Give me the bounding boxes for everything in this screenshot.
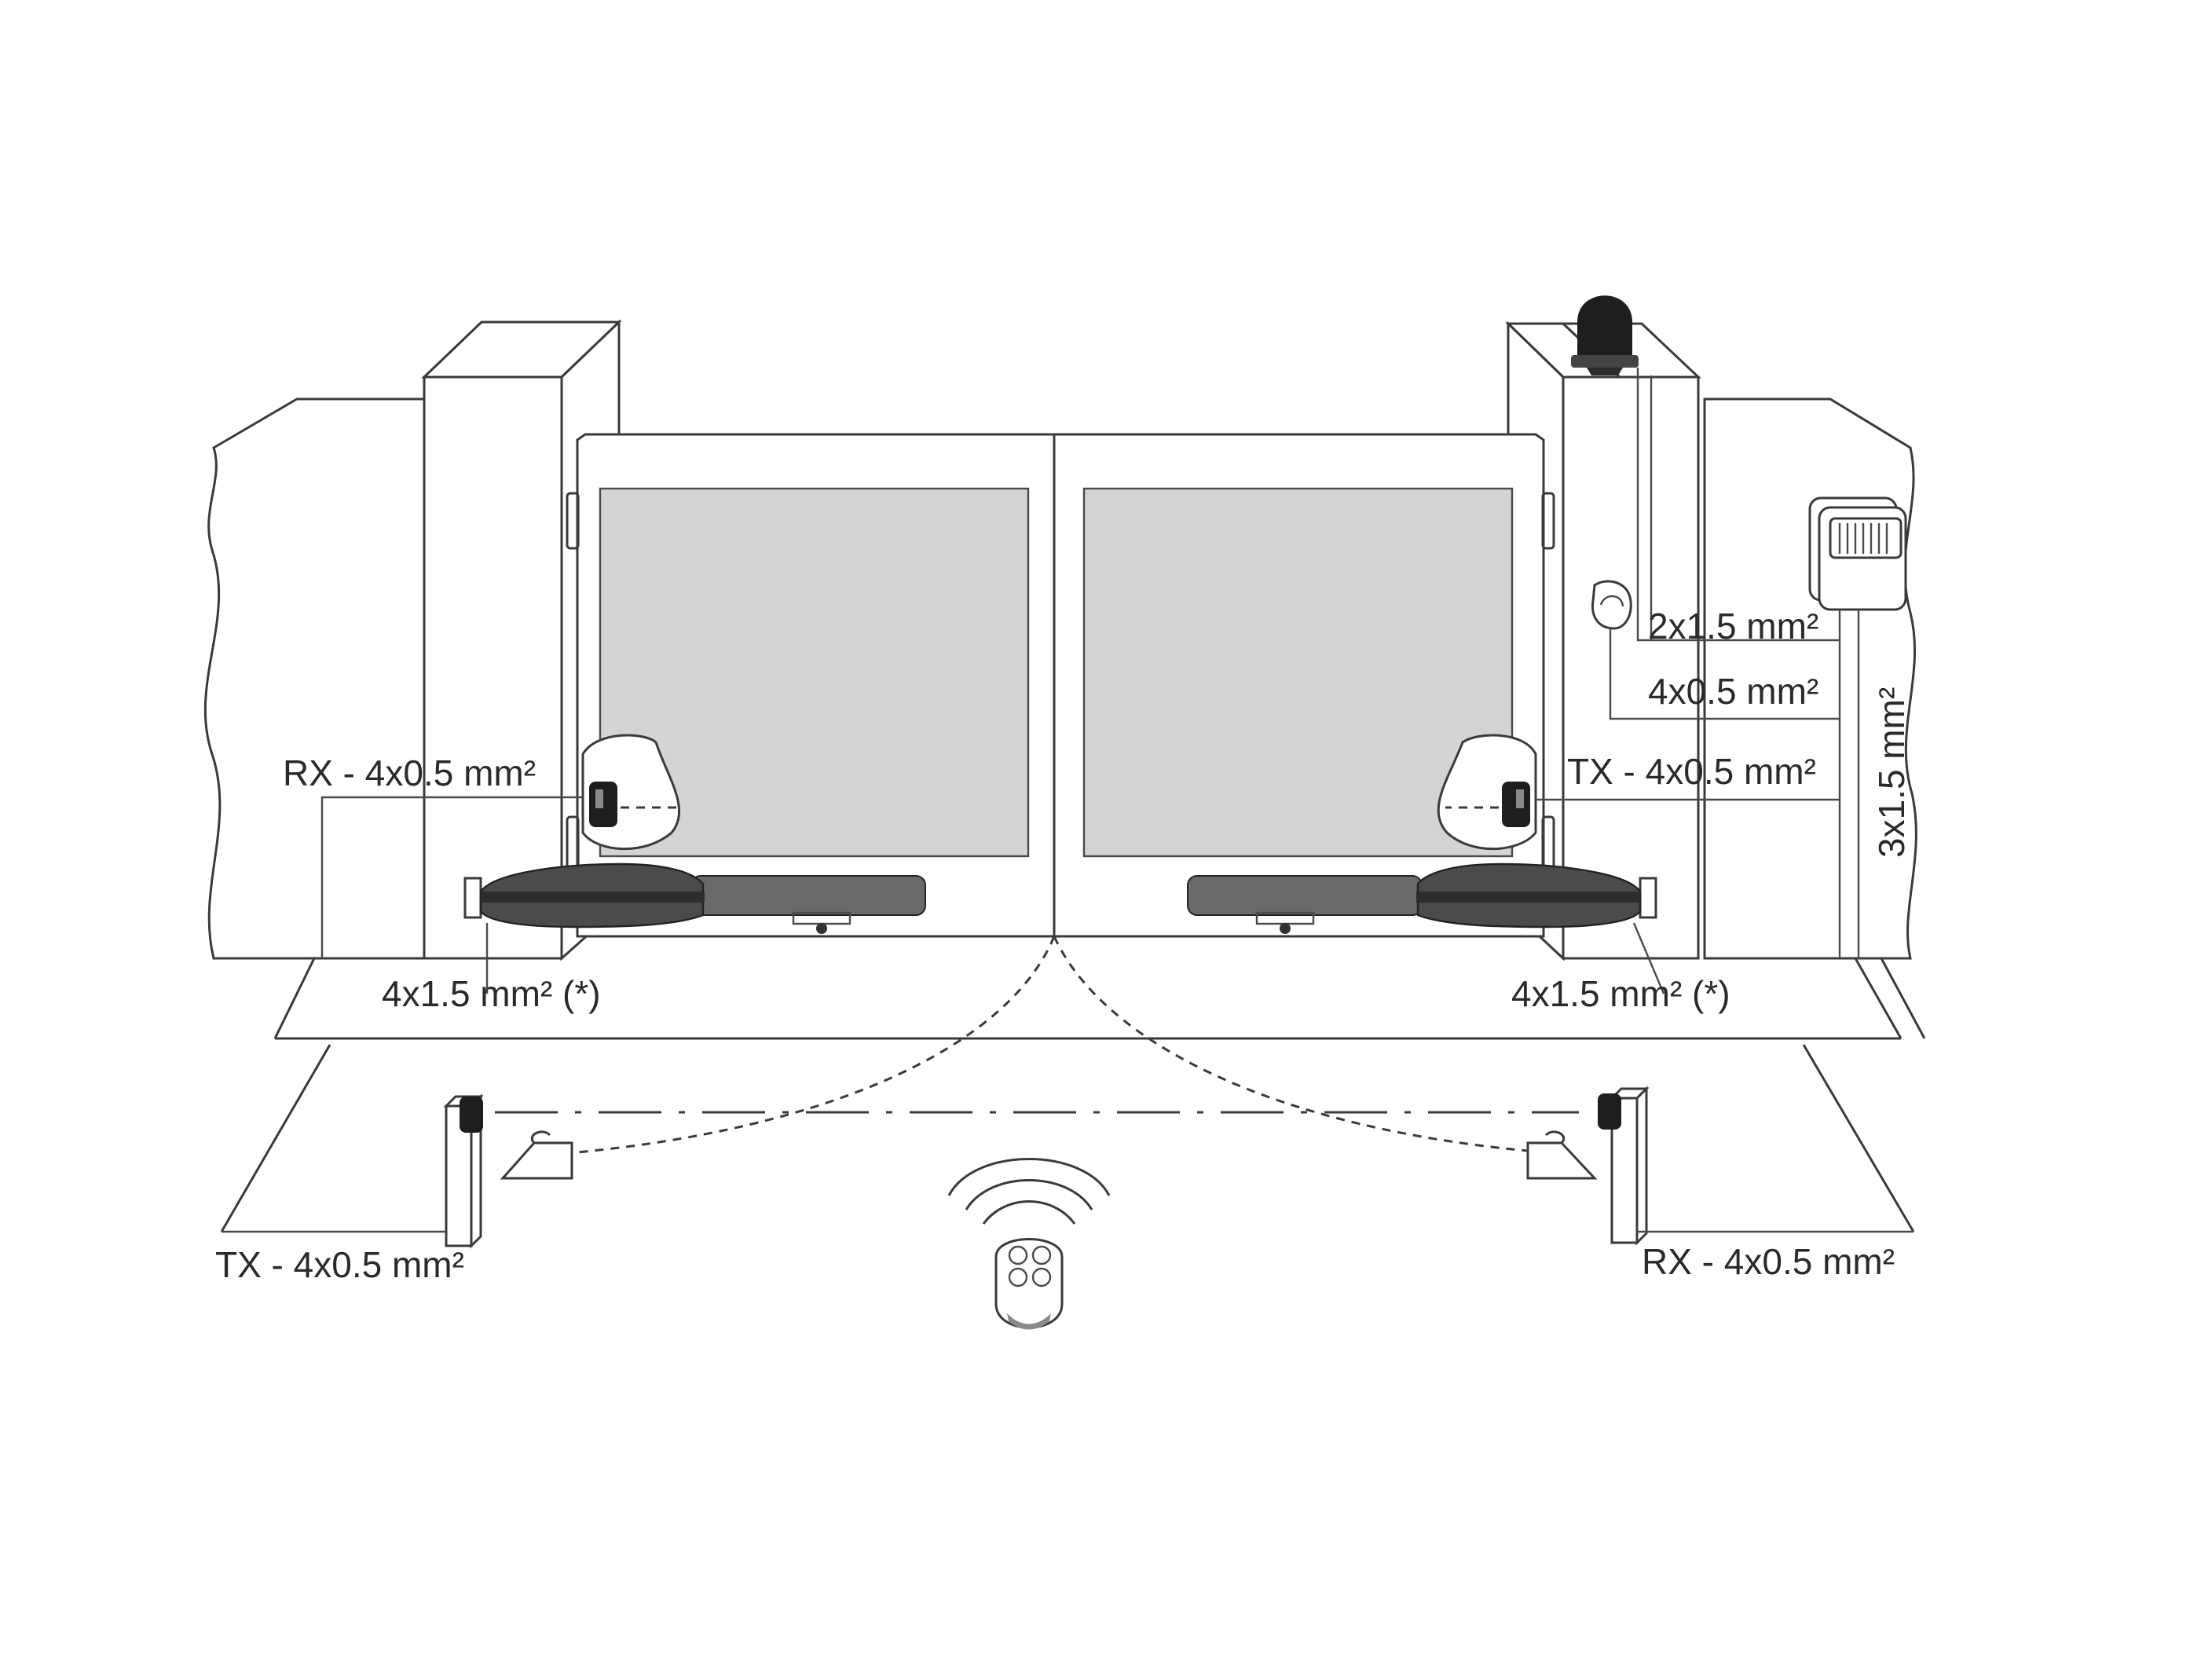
control-unit-icon <box>1808 496 1907 611</box>
label-key-switch-cable: 4x0.5 mm² <box>1648 671 1818 712</box>
flashing-lamp-icon <box>1571 295 1639 375</box>
label-rx-column-cable: RX - 4x0.5 mm² <box>1642 1241 1895 1282</box>
photocell-rx-wall <box>581 734 681 851</box>
photocell-rx-column-icon <box>1598 1093 1621 1130</box>
gate-stop-left <box>500 1130 573 1180</box>
label-rx-wall-cable: RX - 4x0.5 mm² <box>283 753 536 793</box>
label-tx-column-cable: TX - 4x0.5 mm² <box>215 1244 464 1285</box>
hinge-upper-left <box>566 492 580 550</box>
cable-leaders <box>222 368 1914 1233</box>
photocell-tx-column-icon <box>460 1097 483 1133</box>
photocell-tx-wall <box>1437 734 1537 851</box>
key-switch-icon <box>1591 580 1632 630</box>
photocell-column-right <box>1598 1086 1650 1246</box>
gate-motor-right <box>1187 862 1657 934</box>
gate-leaf-left <box>566 433 1056 938</box>
gate-motor-left <box>463 862 926 934</box>
left-wall <box>203 397 426 960</box>
label-motor-right-cable: 4x1.5 mm² (*) <box>1511 973 1730 1014</box>
label-tx-wall-cable: TX - 4x0.5 mm² <box>1567 751 1816 792</box>
photocell-column-left <box>443 1093 484 1249</box>
label-power-cable: 3x1.5 mm² <box>1871 687 1912 858</box>
label-motor-left-cable: 4x1.5 mm² (*) <box>382 973 601 1014</box>
gate-stop-right <box>1526 1130 1598 1180</box>
hinge-upper-right <box>1541 492 1555 550</box>
gate-leaf-right <box>1053 433 1555 938</box>
ground-plane <box>220 958 1926 1232</box>
gate-swing-arcs <box>549 936 1556 1156</box>
label-lamp-cable: 2x1.5 mm² <box>1648 606 1818 646</box>
remote-control-icon <box>947 1158 1111 1330</box>
